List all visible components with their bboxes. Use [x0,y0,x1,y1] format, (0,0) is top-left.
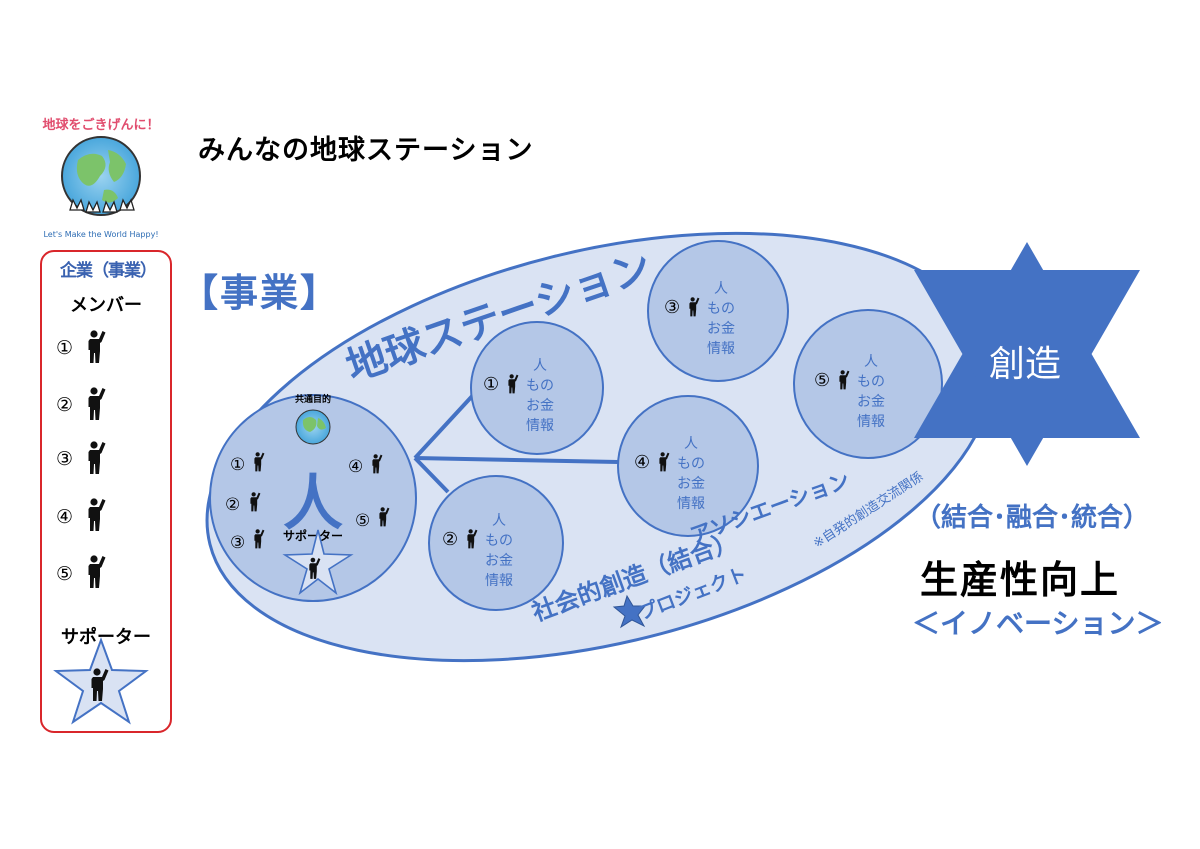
creation-label: 創造 [988,344,1061,385]
hub-globe-icon [295,409,331,445]
node-resource-line: 人 [533,358,547,374]
node-resource-line: お金 [526,398,554,414]
node-resource-line: 人 [864,354,878,370]
node-circle-shape [617,395,759,537]
node-resource-line: もの [677,456,705,472]
node-resource-line: 人 [714,281,728,297]
person-icon [88,441,106,474]
panel-member-3: ③ [56,448,74,470]
hub-member-4: ④ [348,457,363,477]
hub-circle: 共通目的 人 サポーター ① ② ③ ④ ⑤ [209,393,417,602]
project-star-icon [612,594,647,629]
hub-member-2: ② [225,495,240,515]
node-resource-line: 人 [492,513,506,529]
node-resource-line: 情報 [707,341,735,357]
hub-member-3: ③ [230,533,245,553]
node-circle-shape [470,321,604,455]
panel-person-icons [88,330,106,588]
node-circle-shape [647,240,789,382]
node-resource-line: もの [526,378,554,394]
panel-member-5: ⑤ [56,563,74,585]
hub-center-char: 人 [283,469,343,539]
node-resource-line: もの [485,533,513,549]
panel-member-2: ② [56,394,74,416]
person-icon [88,330,106,363]
node-number: ① [483,374,499,395]
section-label: 【事業】 [180,271,341,315]
members-label: メンバー [70,295,142,316]
logo: 地球をごきげんに！ Let's Make the World Happy! [42,117,159,239]
innovation-label: ＜イノベーション＞ [912,607,1164,640]
node-resource-line: お金 [707,321,735,337]
node-number: ⑤ [814,370,830,391]
company-panel-title: 企業（事業） [60,261,157,281]
logo-tagline: Let's Make the World Happy! [43,230,158,239]
hands-icon [69,198,135,213]
node-number: ③ [664,297,680,318]
node-circle-shape [793,309,943,459]
node-resource-line: お金 [485,553,513,569]
node-resource-line: 情報 [677,496,705,512]
productivity-label: 生産性向上 [920,558,1121,602]
hub-purpose-label: 共通目的 [295,393,331,405]
node-number: ④ [634,452,650,473]
panel-supporter-label: サポーター [61,627,151,648]
panel-supporter-star [53,637,149,725]
person-icon [88,555,106,588]
hub-member-1: ① [230,455,245,475]
panel-member-4: ④ [56,506,74,528]
node-resource-line: 人 [684,436,698,452]
node-resource-line: 情報 [857,414,885,430]
page-title: みんなの地球ステーション [198,135,534,166]
node-resource-line: お金 [857,394,885,410]
logo-arc-text: 地球をごきげんに！ [42,117,159,133]
node-number: ② [442,529,458,550]
panel-member-1: ① [56,337,74,359]
node-resource-line: もの [707,301,735,317]
node-circle-shape [428,475,564,611]
node-resource-line: 情報 [526,418,554,434]
hub-supporter-label: サポーター [283,528,343,543]
hub-member-5: ⑤ [355,511,370,531]
hub-connectors [413,391,619,494]
creation-star-icon [914,242,1140,466]
merge-label: （結合･融合･統合） [915,503,1150,533]
node-resource-line: お金 [677,476,705,492]
person-icon [88,387,106,420]
person-icon [88,498,106,531]
node-resource-line: 情報 [485,573,513,589]
node-resource-line: もの [857,374,885,390]
company-panel [40,250,172,733]
